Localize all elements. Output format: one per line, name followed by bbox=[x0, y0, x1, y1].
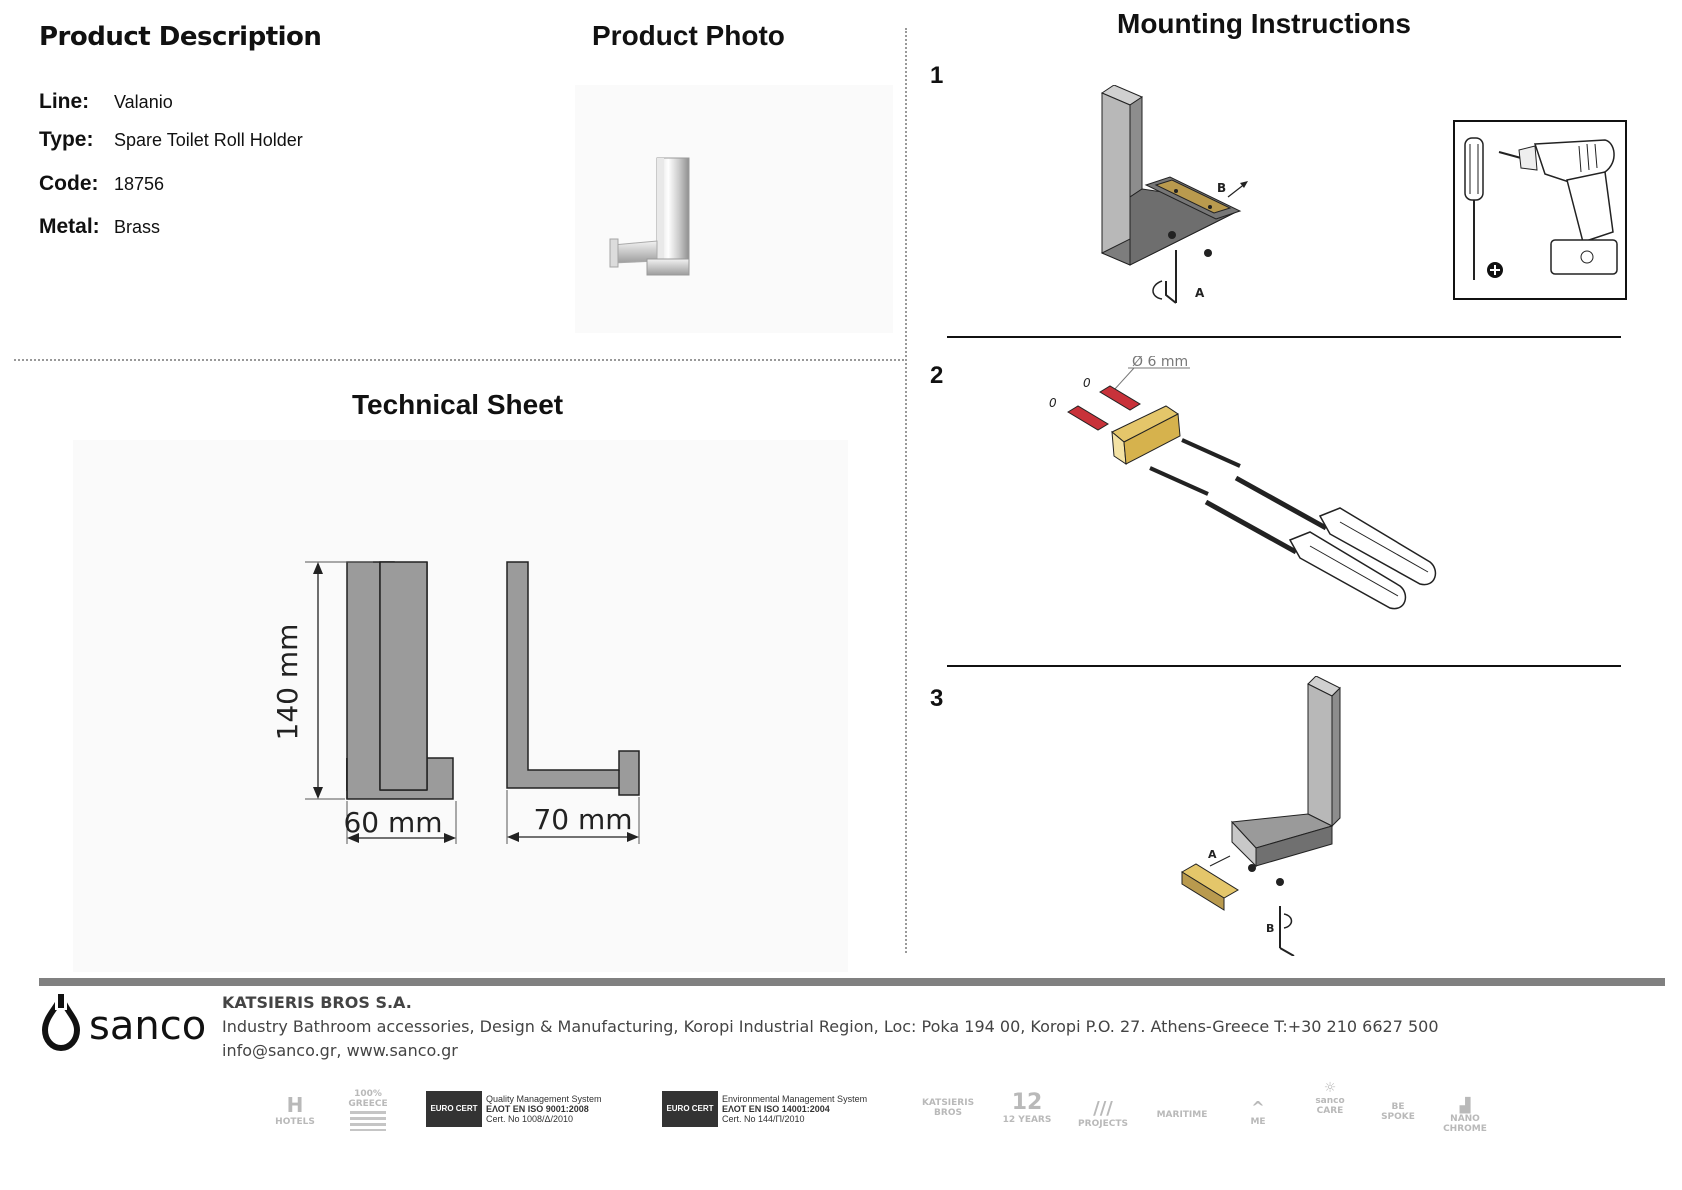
badge-me-text: ME bbox=[1250, 1117, 1266, 1127]
step-separator-2 bbox=[947, 665, 1621, 667]
cert-iso9001: EURO CERT Quality Management System ΕΛΟΤ… bbox=[426, 1091, 602, 1127]
dim-height-label: 140 mm bbox=[271, 624, 304, 741]
badge-bespoke: BE SPOKE bbox=[1381, 1102, 1415, 1122]
company-name: KATSIERIS BROS S.A. bbox=[222, 993, 412, 1012]
screwdriver-1 bbox=[1234, 475, 1437, 586]
company-contact[interactable]: info@sanco.gr, www.sanco.gr bbox=[222, 1041, 458, 1060]
spec-type: Type: Spare Toilet Roll Holder bbox=[39, 128, 303, 152]
cert1-line2: ΕΛΟΤ EN ISO 9001:2008 bbox=[486, 1104, 589, 1114]
step-separator-1 bbox=[947, 336, 1621, 338]
horizontal-divider bbox=[14, 359, 904, 361]
plus-icon bbox=[1487, 262, 1503, 278]
footer-bar bbox=[39, 978, 1665, 986]
screwdriver-icon bbox=[1464, 137, 1484, 280]
product-photo-title: Product Photo bbox=[592, 20, 785, 51]
technical-drawing: 140 mm 60 mm 70 mm bbox=[73, 440, 848, 972]
spec-type-key: Type: bbox=[39, 128, 94, 151]
sanco-drop-icon: sanco bbox=[41, 994, 206, 1052]
badge-projects-text: PROJECTS bbox=[1078, 1119, 1128, 1129]
step-3-illustration: A B bbox=[1181, 676, 1341, 956]
tools-box bbox=[1453, 120, 1627, 300]
cert2-line3: Cert. No 144/Π/2010 bbox=[722, 1114, 805, 1124]
dim-depth-label: 70 mm bbox=[533, 803, 632, 836]
dim-width-label: 60 mm bbox=[343, 806, 442, 839]
step-1-label-a: A bbox=[1195, 286, 1205, 300]
cert-iso14001: EURO CERT Environmental Management Syste… bbox=[662, 1091, 867, 1127]
badge-katsieris: KATSIERIS BROS bbox=[921, 1098, 975, 1118]
vertical-divider bbox=[905, 28, 907, 953]
eurocert-logo-2: EURO CERT bbox=[662, 1091, 718, 1127]
plug-mark-1: 0 bbox=[1083, 376, 1091, 390]
spec-line-key: Line: bbox=[39, 90, 90, 113]
spec-metal-key: Metal: bbox=[39, 215, 100, 238]
cert1-line1: Quality Management System bbox=[486, 1094, 602, 1104]
step-3-number: 3 bbox=[930, 685, 944, 712]
cert2-line2: ΕΛΟΤ EN ISO 14001:2004 bbox=[722, 1104, 830, 1114]
sanco-logo: sanco bbox=[39, 992, 209, 1052]
plug-mark-2: 0 bbox=[1049, 396, 1057, 410]
spec-metal: Metal: Brass bbox=[39, 215, 160, 239]
step-3-bracket bbox=[1181, 863, 1239, 911]
drill-size-label: Ø 6 mm bbox=[1132, 356, 1188, 370]
cert2-line1: Environmental Management System bbox=[722, 1094, 868, 1104]
step-1-number: 1 bbox=[930, 62, 944, 89]
screwdriver-2 bbox=[1204, 499, 1407, 610]
badge-me: ^ME bbox=[1238, 1098, 1278, 1127]
spec-type-value: Spare Toilet Roll Holder bbox=[114, 130, 303, 150]
badge-nano-text: NANO CHROME bbox=[1443, 1114, 1487, 1134]
spec-line-value: Valanio bbox=[114, 92, 173, 112]
badge-hotels-text: HOTELS bbox=[275, 1117, 315, 1127]
side-view bbox=[506, 561, 640, 796]
badge-years-text: 12 YEARS bbox=[1002, 1115, 1052, 1125]
step-1-illustration: B A bbox=[1100, 85, 1248, 304]
tools-illustration bbox=[1464, 137, 1618, 280]
spec-line: Line: Valanio bbox=[39, 90, 173, 114]
technical-sheet-title: Technical Sheet bbox=[352, 389, 564, 420]
badge-care-text: sanco CARE bbox=[1315, 1096, 1345, 1116]
step-3-label-a: A bbox=[1208, 848, 1217, 861]
drill-icon bbox=[1498, 139, 1618, 275]
badge-nano: ▟NANO CHROME bbox=[1440, 1098, 1490, 1134]
screw-1 bbox=[1181, 438, 1241, 468]
step-2-illustration: Ø 6 mm 0 0 bbox=[1049, 356, 1437, 610]
badge-greece-text: 100% GREECE bbox=[348, 1089, 388, 1109]
step-1-label-b: B bbox=[1217, 181, 1226, 195]
badge-greece: 100% GREECE bbox=[347, 1089, 389, 1131]
mounting-bracket bbox=[1111, 405, 1181, 465]
company-address: Industry Bathroom accessories, Design & … bbox=[222, 1017, 1439, 1036]
step-2-number: 2 bbox=[930, 362, 944, 389]
product-photo bbox=[575, 85, 893, 333]
spec-code: Code: 18756 bbox=[39, 172, 164, 196]
sanco-wordmark: sanco bbox=[89, 1003, 206, 1049]
eurocert-logo-1: EURO CERT bbox=[426, 1091, 482, 1127]
step-3-label-b: B bbox=[1266, 922, 1274, 935]
cert1-line3: Cert. No 1008/Δ/2010 bbox=[486, 1114, 574, 1124]
spec-code-key: Code: bbox=[39, 172, 99, 195]
badge-projects: ///PROJECTS bbox=[1078, 1098, 1128, 1129]
badge-maritime: MARITIME bbox=[1156, 1110, 1208, 1120]
spec-metal-value: Brass bbox=[114, 217, 161, 237]
screw-2 bbox=[1149, 466, 1209, 496]
wall-plug-1 bbox=[1099, 385, 1141, 411]
badge-care: ☼sanco CARE bbox=[1308, 1080, 1352, 1116]
product-description-title: Product Description bbox=[39, 22, 322, 52]
mounting-title: Mounting Instructions bbox=[1117, 8, 1411, 39]
product-photo-image bbox=[609, 157, 690, 276]
spec-code-value: 18756 bbox=[114, 174, 165, 194]
wall-plug-2 bbox=[1067, 405, 1109, 431]
